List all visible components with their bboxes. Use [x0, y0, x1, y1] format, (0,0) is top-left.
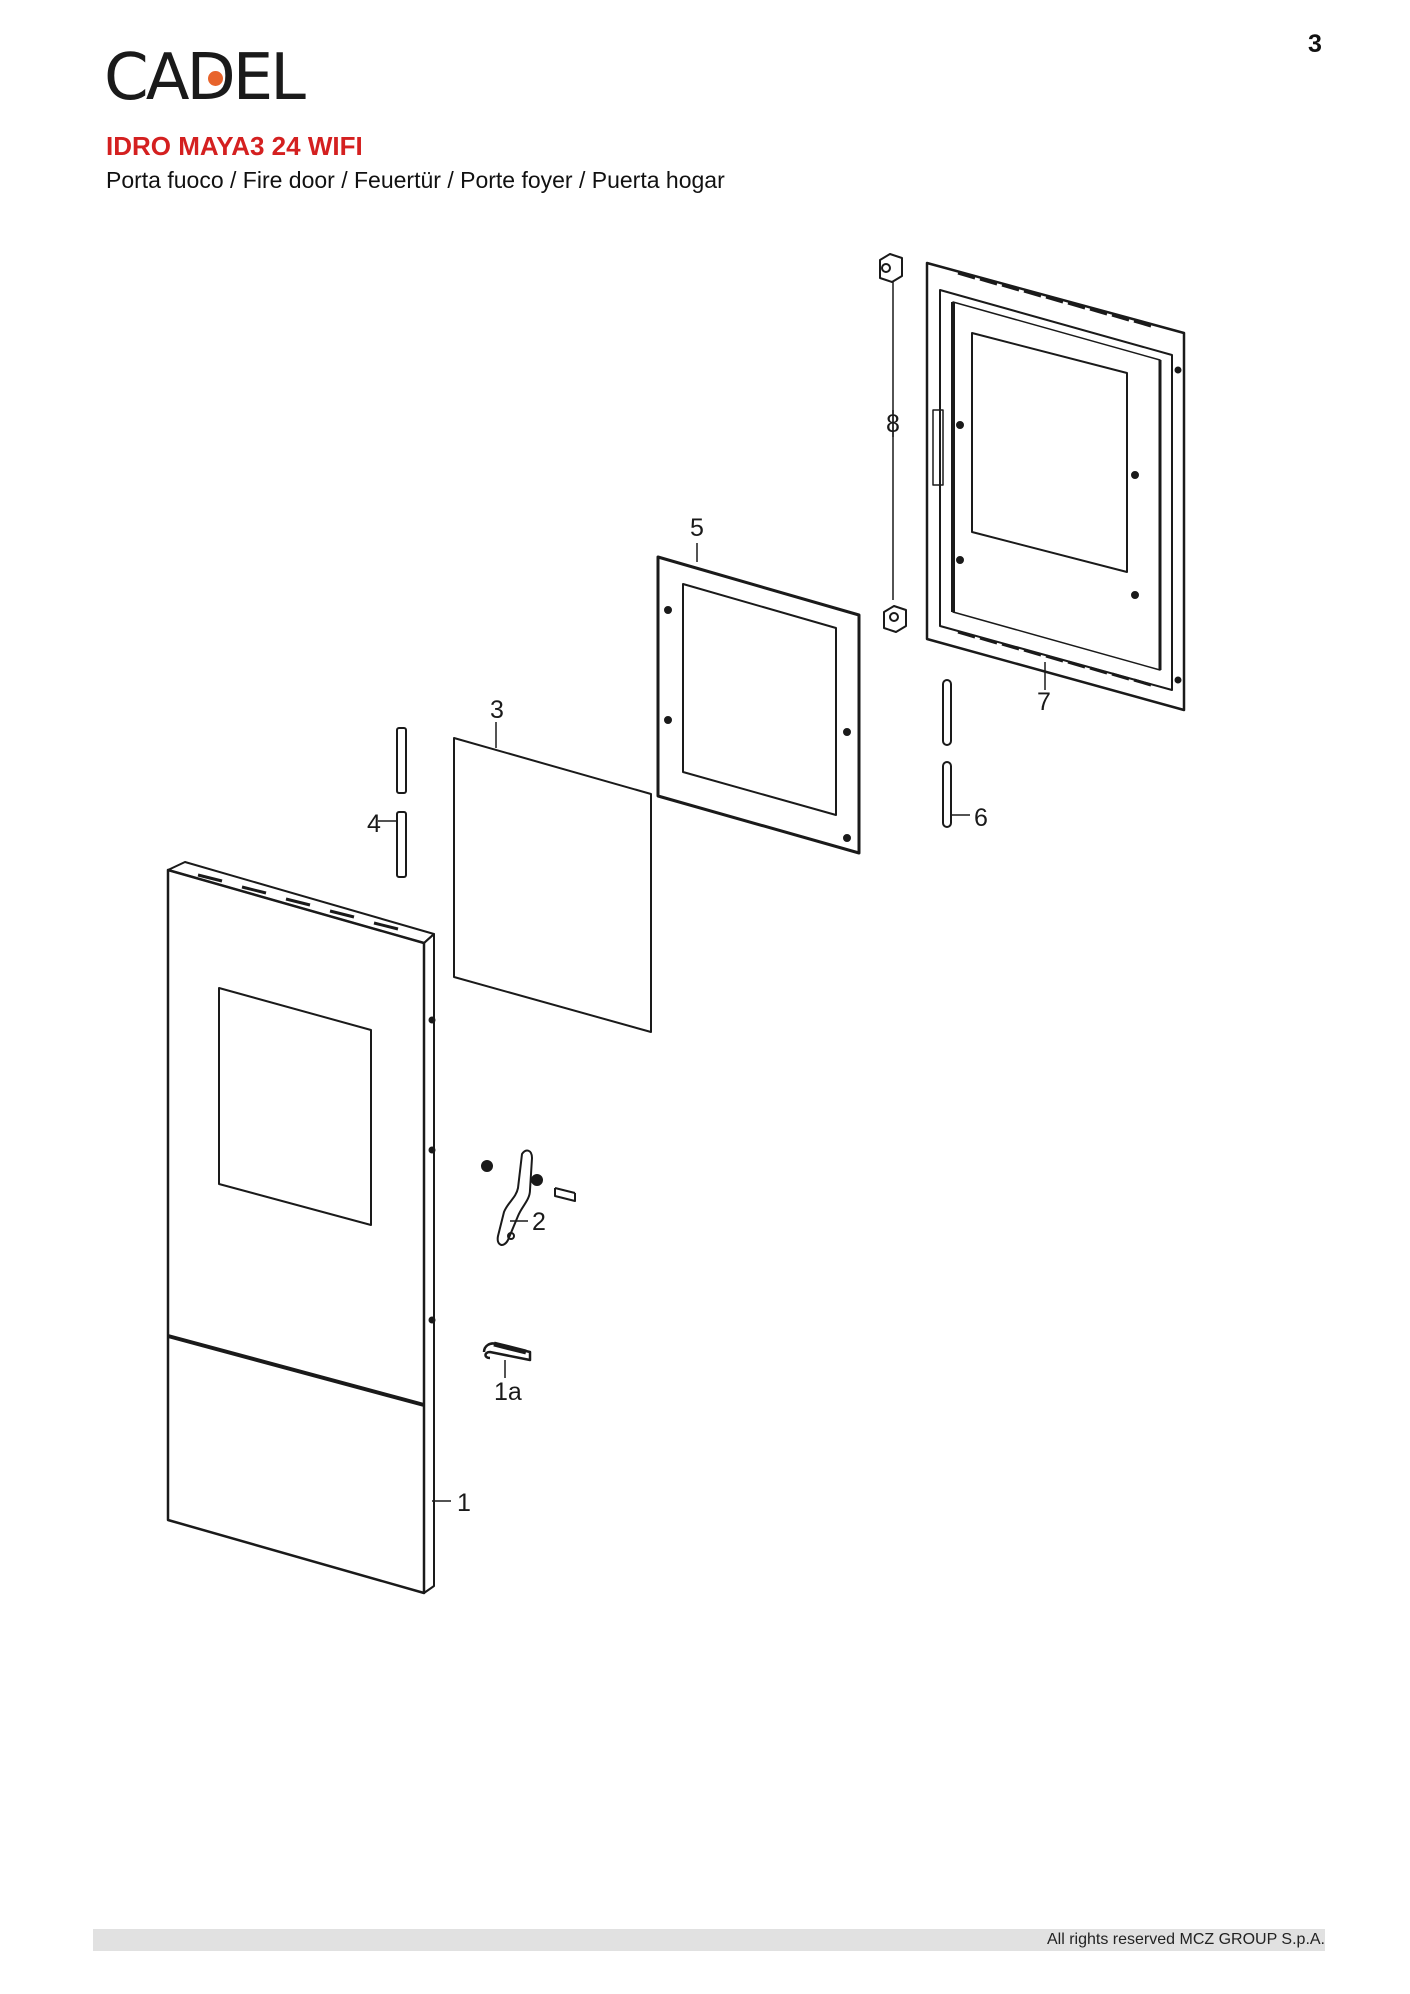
part-5-gasket-frame — [656, 555, 861, 855]
part-1a-badge — [482, 1341, 532, 1362]
callout-1a: 1a — [494, 1378, 522, 1406]
part-2-latch — [481, 1149, 576, 1246]
part-4-strips — [396, 727, 407, 878]
leader-lines — [378, 410, 1046, 1502]
footer-bar — [93, 1929, 1325, 1951]
callout-7: 7 — [1037, 688, 1051, 716]
callout-6: 6 — [974, 804, 988, 832]
page-number: 3 — [1308, 30, 1322, 58]
callout-1: 1 — [457, 1489, 471, 1517]
footer-copyright: All rights reserved MCZ GROUP S.p.A. — [1047, 1931, 1325, 1948]
callout-5: 5 — [690, 514, 704, 542]
part-1-front-door — [166, 861, 436, 1595]
brand-logo-dot — [208, 71, 223, 86]
part-7-door-frame — [925, 261, 1186, 712]
model-title: IDRO MAYA3 24 WIFI — [106, 131, 363, 161]
part-3-glass — [453, 737, 652, 1033]
part-8-hinge — [879, 253, 907, 633]
brand-logo-text: CADEL — [104, 41, 306, 115]
part-6-rods — [942, 679, 952, 828]
callout-2: 2 — [532, 1208, 546, 1236]
section-subtitle: Porta fuoco / Fire door / Feuertür / Por… — [106, 167, 725, 193]
callout-3: 3 — [490, 696, 504, 724]
brand-logo: CADEL — [104, 46, 324, 110]
callout-4: 4 — [367, 810, 381, 838]
callout-8: 8 — [886, 410, 900, 438]
